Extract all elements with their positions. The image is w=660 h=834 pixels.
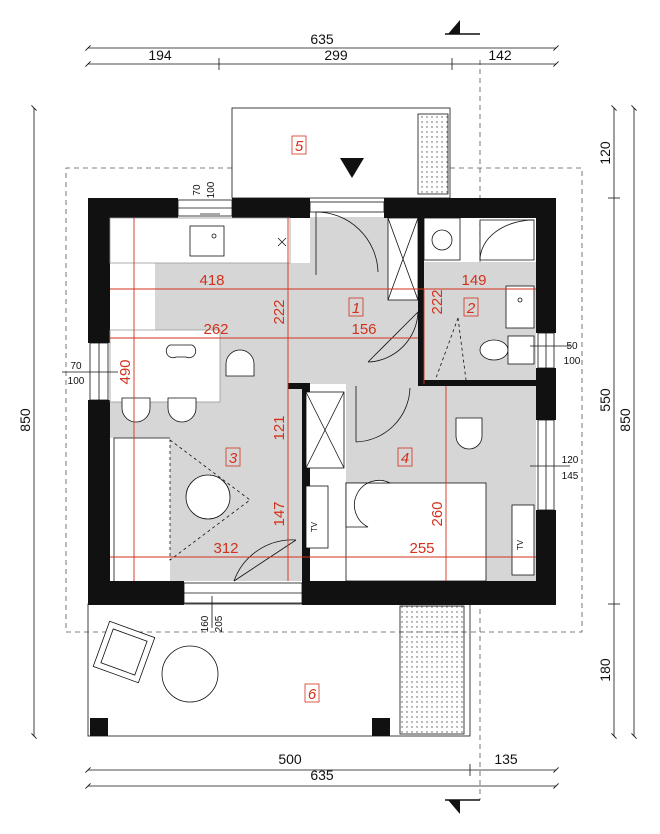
dim-418: 418: [199, 272, 224, 289]
dim-149: 149: [461, 272, 486, 289]
bedroom-furniture: [345, 417, 535, 582]
dimension-lines: [31, 45, 637, 789]
porch: [231, 107, 451, 199]
kitchen-window-width: 70: [192, 184, 203, 196]
room-number-2: 2: [466, 300, 476, 317]
bedroom-window-width: 120: [562, 455, 579, 466]
doors: [233, 201, 421, 582]
dim-top-seg-1: 194: [148, 47, 172, 63]
dim-262: 262: [203, 321, 228, 338]
dim-222-hall: 222: [271, 299, 288, 324]
dim-bottom-seg-2: 135: [494, 751, 518, 767]
bedroom-window-height: 145: [562, 471, 579, 482]
left-window-width: 70: [70, 361, 82, 372]
dim-121: 121: [271, 415, 288, 440]
windows: [89, 199, 555, 604]
dim-right-seg-3: 180: [597, 658, 613, 682]
dim-255: 255: [409, 540, 434, 557]
entrance-arrow-icon: [340, 158, 364, 178]
dim-left-total: 850: [17, 408, 33, 432]
dim-147: 147: [271, 501, 288, 526]
bedroom-tv-label: TV: [516, 539, 525, 550]
terrace-furniture: [92, 620, 219, 703]
inner-walls: [288, 218, 536, 581]
terrace-door-height: 205: [214, 615, 225, 632]
wardrobe: [387, 217, 419, 301]
room-number-5: 5: [295, 138, 304, 155]
dim-top-total: 635: [310, 31, 334, 47]
dim-260: 260: [429, 501, 446, 526]
terrace-door-width: 160: [200, 615, 211, 632]
dim-top-seg-2: 299: [324, 47, 348, 63]
section-markers: [445, 20, 480, 814]
bathroom: [423, 217, 535, 381]
outer-walls: [88, 198, 556, 605]
dim-222-bath: 222: [429, 289, 446, 314]
room-number-4: 4: [401, 450, 409, 467]
living-furniture: [113, 391, 345, 581]
room-number-6: 6: [308, 686, 317, 703]
kitchen-window-height: 100: [206, 181, 217, 198]
dim-156: 156: [351, 321, 376, 338]
terrace: [87, 603, 471, 737]
bath-window-width: 50: [566, 341, 578, 352]
dim-right-total: 850: [617, 408, 633, 432]
room-number-1: 1: [352, 300, 360, 317]
dim-right-seg-1: 120: [597, 141, 613, 165]
bath-window-height: 100: [564, 356, 581, 367]
dim-490: 490: [117, 359, 134, 384]
dim-bottom-seg-1: 500: [278, 751, 302, 767]
room-number-3: 3: [229, 450, 238, 467]
red-dimension-lines: [110, 218, 536, 581]
left-window-height: 100: [68, 376, 85, 387]
kitchen: [109, 217, 291, 423]
dim-right-seg-2: 550: [597, 388, 613, 412]
dim-bottom-total: 635: [310, 767, 334, 783]
living-tv-label: TV: [310, 521, 319, 532]
dim-top-seg-3: 142: [488, 47, 512, 63]
dim-312: 312: [213, 540, 238, 557]
